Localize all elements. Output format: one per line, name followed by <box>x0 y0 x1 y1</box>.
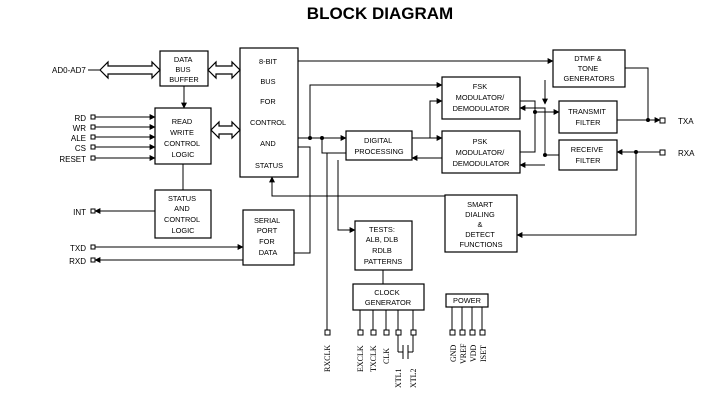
svg-text:CLK: CLK <box>382 348 391 364</box>
svg-text:XTL2: XTL2 <box>409 368 418 388</box>
data-bus-buffer-block <box>159 50 209 87</box>
reset-pin: RESET <box>59 155 156 164</box>
digital-processing-label: DIGITAL PROCESSING <box>354 136 404 156</box>
txd-pin: TXD <box>70 244 244 253</box>
wr-pin: WR <box>73 124 156 133</box>
vdd-pin: VDD <box>469 329 478 362</box>
vref-pin: VREF <box>459 329 468 364</box>
dtmf-to-txa-wire <box>625 67 649 120</box>
dp-to-fsk-wire <box>412 98 443 139</box>
svg-text:RXCLK: RXCLK <box>323 345 332 372</box>
svg-text:CS: CS <box>75 144 86 153</box>
power-label: POWER <box>453 296 481 305</box>
fsk-modem-block <box>441 76 521 120</box>
smart-dialing-label: SMART DIALING & DETECT FUNCTIONS <box>459 200 502 249</box>
gnd-pin: GND <box>449 329 458 362</box>
dtmf-tone-block <box>552 49 626 88</box>
ad-bus-pin: AD0-AD7 <box>52 66 100 75</box>
svg-text:ALE: ALE <box>71 134 86 143</box>
svg-text:EXCLK: EXCLK <box>356 345 365 372</box>
serial-port-label: SERIAL PORT FOR DATA <box>254 216 282 257</box>
cs-pin: CS <box>75 144 156 153</box>
svg-text:WR: WR <box>73 124 87 133</box>
svg-text:RXA: RXA <box>678 149 695 158</box>
txa-pin: TXA <box>659 117 694 126</box>
svg-text:GND: GND <box>449 344 458 362</box>
ad-bus-arrow <box>99 60 161 80</box>
svg-text:TXD: TXD <box>70 244 86 253</box>
transmit-filter-block <box>558 100 618 134</box>
serial-port-block <box>242 209 295 266</box>
fsk-modem-label: FSK MODULATOR/ DEMODULATOR <box>453 82 510 113</box>
psk-modem-label: PSK MODULATOR/ DEMODULATOR <box>453 137 510 168</box>
rxa-pin: RXA <box>659 149 695 158</box>
rxclk-pin: RXCLK <box>323 329 332 372</box>
svg-text:XTL1: XTL1 <box>394 368 403 388</box>
rxa-to-smart-wire <box>516 152 637 238</box>
svg-text:TXA: TXA <box>678 117 694 126</box>
status-control-logic-block <box>154 189 212 239</box>
ale-pin: ALE <box>71 134 156 143</box>
status-control-logic-label: STATUS AND CONTROL LOGIC <box>164 194 202 235</box>
dp-to-bus-wire <box>321 138 346 154</box>
svg-text:VDD: VDD <box>469 344 478 362</box>
crystal-icon <box>397 335 414 359</box>
smart-to-bus-wire <box>269 176 445 197</box>
svg-text:VREF: VREF <box>459 343 468 364</box>
internal-bus-arrow-mid <box>210 120 241 140</box>
rx-to-modems-wire <box>519 105 559 156</box>
iset-pin: ISET <box>479 329 488 362</box>
int-pin: INT <box>73 208 155 217</box>
svg-text:INT: INT <box>73 208 86 217</box>
exclk-pin: EXCLK <box>356 329 365 372</box>
svg-text:RXD: RXD <box>69 257 86 266</box>
receive-filter-block <box>558 139 618 171</box>
rw-control-logic-block <box>154 107 212 165</box>
data-bus-buffer-label: DATA BUS BUFFER <box>169 55 199 84</box>
svg-text:ISET: ISET <box>479 345 488 362</box>
serial-to-tests-wire <box>337 160 356 233</box>
transmit-filter-label: TRANSMIT FILTER <box>568 107 608 127</box>
tests-block <box>354 220 413 271</box>
dtmf-tone-label: DTMF & TONE GENERATORS <box>563 54 614 83</box>
bus-control-status-label: 8-BIT BUS FOR CONTROL AND STATUS <box>250 57 288 170</box>
fsk-to-tx-wire <box>520 100 560 115</box>
rxd-pin: RXD <box>69 257 243 266</box>
receive-filter-label: RECEIVE FILTER <box>571 145 606 165</box>
txclk-pin: TXCLK <box>369 329 378 372</box>
clock-generator-label: CLOCK GENERATOR <box>365 288 411 307</box>
bus-to-fsk-wire <box>298 82 443 139</box>
diagram-title: BLOCK DIAGRAM <box>307 4 453 23</box>
internal-bus-arrow-top <box>207 60 241 80</box>
clk-pin: CLK <box>382 329 391 364</box>
smart-dialing-block <box>444 194 518 253</box>
svg-text:AD0-AD7: AD0-AD7 <box>52 66 86 75</box>
svg-text:RD: RD <box>74 114 86 123</box>
psk-modem-block <box>441 130 521 174</box>
svg-text:RESET: RESET <box>59 155 86 164</box>
tests-label: TESTS: ALB, DLB RDLB PATTERNS <box>364 225 402 266</box>
serial-to-bus-wire <box>294 146 311 254</box>
bus-control-status-block <box>239 47 299 178</box>
svg-text:TXCLK: TXCLK <box>369 345 378 372</box>
power-block <box>445 293 489 308</box>
clock-generator-block <box>352 283 425 311</box>
psk-to-tx-wire <box>520 112 536 153</box>
rd-pin: RD <box>74 114 156 123</box>
digital-processing-block <box>345 130 413 161</box>
rw-control-logic-label: READ WRITE CONTROL LOGIC <box>164 117 202 159</box>
